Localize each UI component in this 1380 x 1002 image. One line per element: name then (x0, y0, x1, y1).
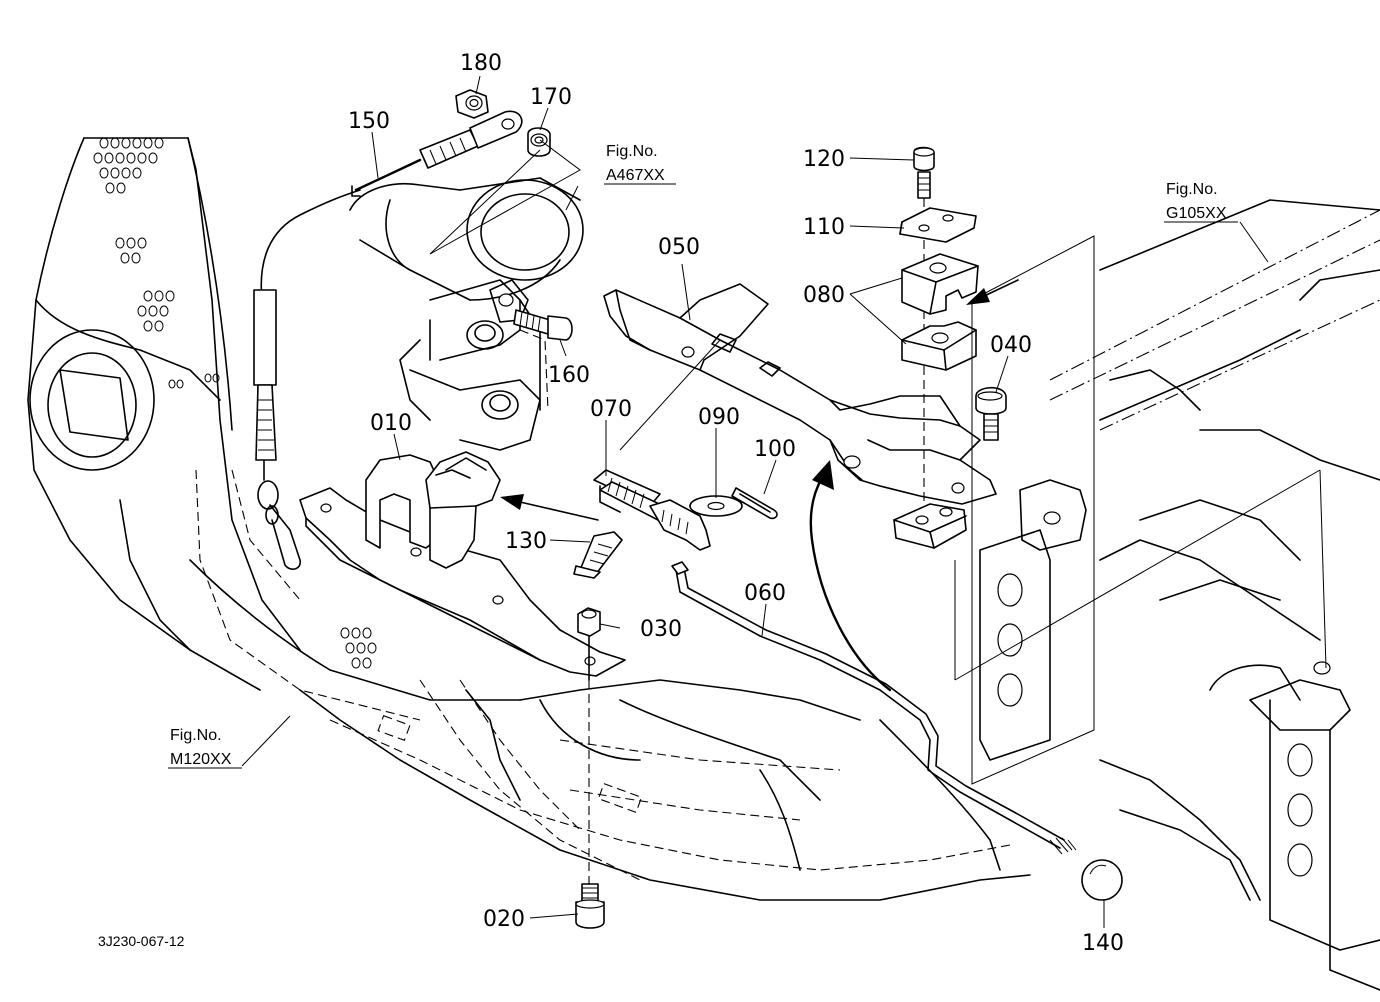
part-label-080: 080 (803, 283, 845, 308)
bracket-050 (603, 283, 997, 505)
nut-180 (455, 89, 489, 119)
direction-arrow-2 (809, 460, 892, 692)
knob-140 (1081, 859, 1123, 901)
bracket-base-block (893, 503, 967, 549)
part-label-100: 100 (754, 437, 796, 462)
rubber-block-080-lower (901, 321, 977, 371)
washer-090 (689, 495, 743, 517)
front-bumper-panel (189, 559, 1031, 901)
hood-latch-base-010 (299, 451, 626, 677)
engine-bracket (349, 177, 584, 451)
fig-ref-g105-number: G105XX (1166, 205, 1227, 222)
fig-ref-m120-number: M120XX (170, 751, 232, 768)
nut-030 (577, 607, 601, 681)
front-grille-housing (27, 137, 421, 721)
rubber-block-080-upper (901, 253, 979, 315)
grille-holes (93, 137, 377, 669)
part-label-180: 180 (460, 51, 502, 76)
part-label-060: 060 (744, 581, 786, 606)
latch-lever-070 (593, 469, 711, 551)
fig-ref-g105-label: Fig.No. (1166, 181, 1218, 198)
direction-arrow-1 (500, 494, 599, 521)
part-label-050: 050 (658, 235, 700, 260)
part-label-030: 030 (640, 617, 682, 642)
part-label-130: 130 (505, 529, 547, 554)
part-label-110: 110 (803, 215, 845, 240)
figure-references: Fig.No. A467XX Fig.No. G105XX Fig.No. M1… (168, 143, 1238, 769)
part-label-020: 020 (483, 907, 525, 932)
part-label-120: 120 (803, 147, 845, 172)
part-label-150: 150 (348, 109, 390, 134)
plate-110 (899, 207, 977, 243)
fig-ref-a467-label: Fig.No. (606, 143, 658, 160)
flat-screw-130 (573, 531, 623, 579)
fig-ref-m120-label: Fig.No. (170, 727, 222, 744)
release-rod-060 (671, 561, 1077, 855)
bolt-160 (513, 309, 573, 341)
part-label-170: 170 (530, 85, 572, 110)
label-leaders (241, 75, 1269, 928)
bolt-020 (575, 680, 605, 929)
fig-ref-a467-number: A467XX (606, 167, 665, 184)
part-label-140: 140 (1082, 931, 1124, 956)
bolt-040 (975, 386, 1007, 441)
part-label-040: 040 (990, 333, 1032, 358)
part-labels: 180 170 150 160 120 110 080 040 050 010 … (348, 51, 1124, 956)
part-label-070: 070 (590, 397, 632, 422)
throttle-cable-150 (253, 110, 523, 570)
collar-170 (527, 127, 551, 157)
part-label-090: 090 (698, 405, 740, 430)
assembly-leader-lines (429, 139, 721, 451)
cotter-pin-100 (731, 487, 778, 520)
part-label-160: 160 (548, 363, 590, 388)
chassis-frame (954, 199, 1380, 991)
drawing-code: 3J230-067-12 (98, 933, 185, 949)
part-label-010: 010 (370, 411, 412, 436)
